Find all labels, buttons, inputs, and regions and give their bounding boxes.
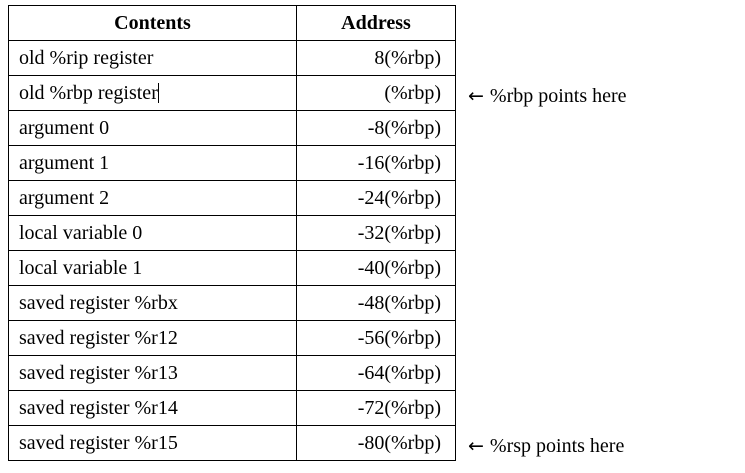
cell-address: -48(%rbp): [296, 285, 456, 321]
text-cursor: [157, 83, 159, 103]
annotation-rbp-label: %rbp points here: [489, 85, 627, 107]
table-row: saved register %r12 -56(%rbp): [8, 320, 456, 356]
cell-contents-text: saved register %r15: [19, 432, 178, 454]
table-header-row: Contents Address: [8, 5, 456, 41]
cell-address-text: -72(%rbp): [357, 397, 441, 419]
cell-contents: saved register %r15: [8, 425, 297, 461]
table-row: local variable 0 -32(%rbp): [8, 215, 456, 251]
cell-contents: local variable 0: [8, 215, 297, 251]
cell-address: -24(%rbp): [296, 180, 456, 216]
column-header-address: Address: [296, 5, 456, 41]
table-header: Contents Address: [8, 5, 456, 41]
cell-address-text: -16(%rbp): [357, 152, 441, 174]
cell-contents-text: old %rip register: [19, 47, 154, 69]
cell-address: -16(%rbp): [296, 145, 456, 181]
cell-contents: argument 0: [8, 110, 297, 146]
cell-contents-text: argument 2: [19, 187, 110, 209]
cell-contents-text: saved register %r12: [19, 327, 178, 349]
table-row: old %rbp register (%rbp): [8, 75, 456, 111]
cell-address-text: -64(%rbp): [357, 362, 441, 384]
table-row: argument 0 -8(%rbp): [8, 110, 456, 146]
cell-address-text: -48(%rbp): [357, 292, 441, 314]
cell-contents-text: argument 1: [19, 152, 110, 174]
stack-frame-table: Contents Address old %rip register 8(%rbp…: [8, 5, 456, 461]
cell-contents: saved register %r13: [8, 355, 297, 391]
cell-contents: old %rbp register: [8, 75, 297, 111]
table-row: saved register %r15 -80(%rbp): [8, 425, 456, 461]
table-row: argument 1 -16(%rbp): [8, 145, 456, 181]
cell-contents-text: saved register %r13: [19, 362, 178, 384]
cell-contents-text: local variable 1: [19, 257, 143, 279]
cell-contents: local variable 1: [8, 250, 297, 286]
cell-address: (%rbp): [296, 75, 456, 111]
cell-address: -64(%rbp): [296, 355, 456, 391]
cell-address: -40(%rbp): [296, 250, 456, 286]
left-arrow-icon: ←: [468, 85, 484, 107]
cell-address: -56(%rbp): [296, 320, 456, 356]
column-header-contents: Contents: [8, 5, 297, 41]
cell-address: -80(%rbp): [296, 425, 456, 461]
cell-contents: argument 1: [8, 145, 297, 181]
cell-contents-text: old %rbp register: [19, 82, 158, 104]
cell-address: -8(%rbp): [296, 110, 456, 146]
cell-contents: old %rip register: [8, 40, 297, 76]
table-row: old %rip register 8(%rbp): [8, 40, 456, 76]
table-row: saved register %rbx -48(%rbp): [8, 285, 456, 321]
cell-address-text: -40(%rbp): [357, 257, 441, 279]
cell-contents: argument 2: [8, 180, 297, 216]
cell-address-text: -80(%rbp): [357, 432, 441, 454]
left-arrow-icon: ←: [468, 435, 484, 457]
cell-address-text: 8(%rbp): [374, 47, 441, 69]
cell-address: 8(%rbp): [296, 40, 456, 76]
cell-contents: saved register %r12: [8, 320, 297, 356]
cell-contents-text: saved register %rbx: [19, 292, 178, 314]
table-row: argument 2 -24(%rbp): [8, 180, 456, 216]
cell-address: -72(%rbp): [296, 390, 456, 426]
cell-address-text: -24(%rbp): [357, 187, 441, 209]
table-body: old %rip register 8(%rbp) old %rbp registe…: [8, 40, 456, 461]
cell-contents-text: saved register %r14: [19, 397, 178, 419]
annotation-rsp-label: %rsp points here: [489, 435, 625, 457]
cell-contents-text: argument 0: [19, 117, 110, 139]
annotation-rbp-pointer: ←%rbp points here: [468, 86, 627, 106]
table-row: local variable 1 -40(%rbp): [8, 250, 456, 286]
cell-address-text: (%rbp): [384, 82, 441, 104]
cell-contents: saved register %r14: [8, 390, 297, 426]
cell-address-text: -8(%rbp): [367, 117, 441, 139]
cell-address-text: -32(%rbp): [357, 222, 441, 244]
cell-contents-text: local variable 0: [19, 222, 143, 244]
cell-address-text: -56(%rbp): [357, 327, 441, 349]
cell-contents: saved register %rbx: [8, 285, 297, 321]
annotation-rsp-pointer: ←%rsp points here: [468, 436, 624, 456]
table-row: saved register %r13 -64(%rbp): [8, 355, 456, 391]
cell-address: -32(%rbp): [296, 215, 456, 251]
table-row: saved register %r14 -72(%rbp): [8, 390, 456, 426]
